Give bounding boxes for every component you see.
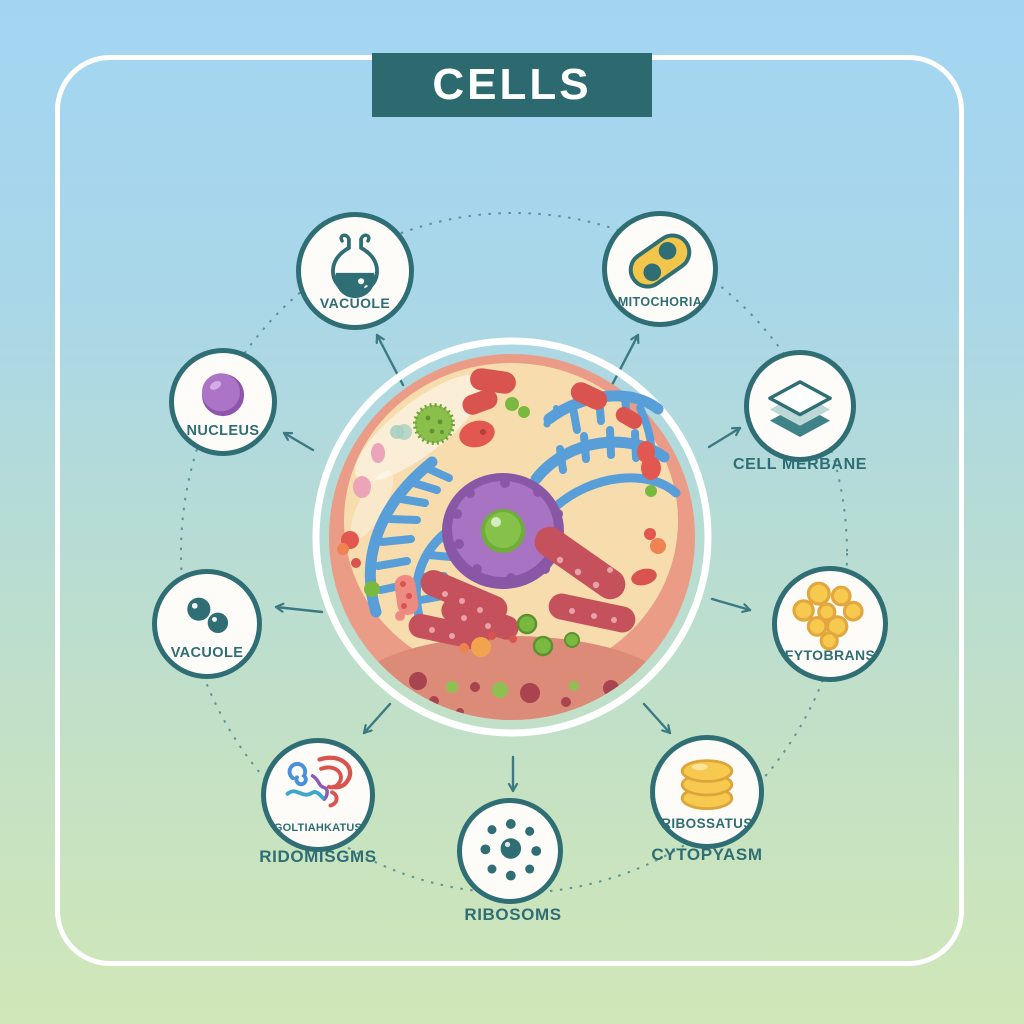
- flask-icon: [331, 233, 379, 299]
- arrow-to-phytobrans: [710, 597, 752, 610]
- label-ribosoms: RIBOSOMS: [464, 905, 562, 924]
- node-golgi: GOLTIAHKATUS: [261, 738, 375, 852]
- node-vacuole-dots: VACUOLE: [152, 569, 262, 679]
- red-organelles: [337, 368, 666, 621]
- cell-gloss-highlight-2: [350, 470, 394, 540]
- golgi-swirls-icon: [285, 755, 353, 808]
- arrow-to-vacuole-dots: [274, 607, 324, 614]
- mitochondria-icon: [628, 233, 692, 289]
- page-title: CELLS: [432, 60, 592, 109]
- node-label: VACUOLE: [319, 295, 391, 311]
- arrow-to-nucleus: [282, 431, 315, 452]
- cell-outer-ring: [312, 337, 712, 737]
- node-ribosome-stack: RIBOSSATUS: [650, 735, 764, 849]
- node-label: NUCLEUS: [186, 423, 260, 439]
- node-label: RIBOSSATUS: [661, 816, 753, 831]
- cell-nucleus: [442, 473, 566, 589]
- title-banner: CELLS: [372, 53, 652, 117]
- disc-stack-icon: [680, 759, 734, 810]
- cell-bottom-crescent: [344, 636, 680, 720]
- node-ribosomes: [457, 798, 563, 904]
- arrow-to-cell-membrane: [707, 426, 742, 449]
- membrane-layers-icon: [768, 380, 832, 437]
- cell-illustration: [312, 337, 712, 737]
- arrow-to-mitochondria: [610, 333, 638, 387]
- node-phytobrans: FYTOBRANS: [772, 566, 888, 682]
- arrows: [274, 333, 752, 793]
- rod-organelles: [408, 526, 636, 651]
- node-label: FYTOBRANS: [784, 647, 876, 663]
- ribosome-dots-icon: [480, 819, 542, 881]
- node-label: MITOCHORIA: [617, 295, 703, 309]
- node-vacuole-flask: VACUOLE: [296, 212, 414, 330]
- scattered-dots: [353, 397, 657, 657]
- dashed-orbit-ring: [180, 212, 848, 894]
- node-label: GOLTIAHKATUS: [273, 822, 363, 834]
- node-nucleus: NUCLEUS: [169, 348, 277, 456]
- two-vesicles-icon: [187, 597, 229, 633]
- label-cytopyasm: CYTOPYASM: [651, 845, 763, 864]
- arrow-to-ribosome-stack: [642, 702, 672, 735]
- node-label: VACUOLE: [170, 645, 244, 661]
- arrow-to-golgi: [362, 702, 392, 735]
- node-cell-membrane: [744, 350, 856, 462]
- node-mitochondria: MITOCHORIA: [602, 211, 718, 327]
- nucleus-sphere-icon: [201, 373, 245, 417]
- label-cell-membrane: CELL MERBANE: [732, 456, 868, 473]
- label-ridomisgms: RIDOMISGMS: [259, 847, 377, 866]
- granule-cluster-icon: [792, 581, 864, 651]
